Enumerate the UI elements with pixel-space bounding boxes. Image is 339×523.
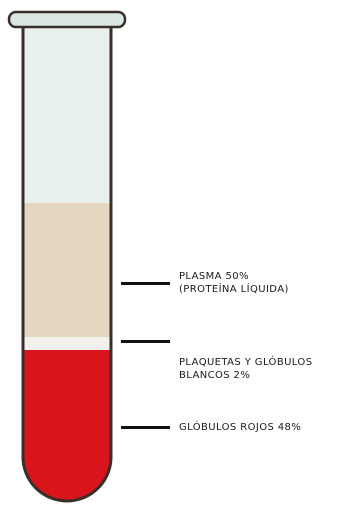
- tube-empty-glass: [23, 26, 111, 204]
- red-cells-label: GLÓBULOS ROJOS 48%: [179, 421, 301, 434]
- platelets-leader-line: [121, 340, 170, 343]
- plasma-leader-line: [121, 282, 170, 285]
- plasma-layer: [23, 203, 111, 338]
- plasma-label: PLASMA 50% (PROTEÍNA LÍQUIDA): [179, 270, 289, 296]
- tube-rim: [9, 12, 125, 27]
- plasma-label-line-1: PLASMA 50%: [179, 270, 289, 283]
- plasma-label-line-2: (PROTEÍNA LÍQUIDA): [179, 283, 289, 296]
- platelets-layer: [23, 337, 111, 351]
- red-cells-layer: [23, 350, 111, 501]
- red-cells-label-line-1: GLÓBULOS ROJOS 48%: [179, 421, 301, 434]
- platelets-label-line-1: PLAQUETAS Y GLÓBULOS: [179, 356, 312, 369]
- red-cells-leader-line: [121, 426, 170, 429]
- platelets-label: PLAQUETAS Y GLÓBULOS BLANCOS 2%: [179, 356, 312, 382]
- platelets-label-line-2: BLANCOS 2%: [179, 369, 312, 382]
